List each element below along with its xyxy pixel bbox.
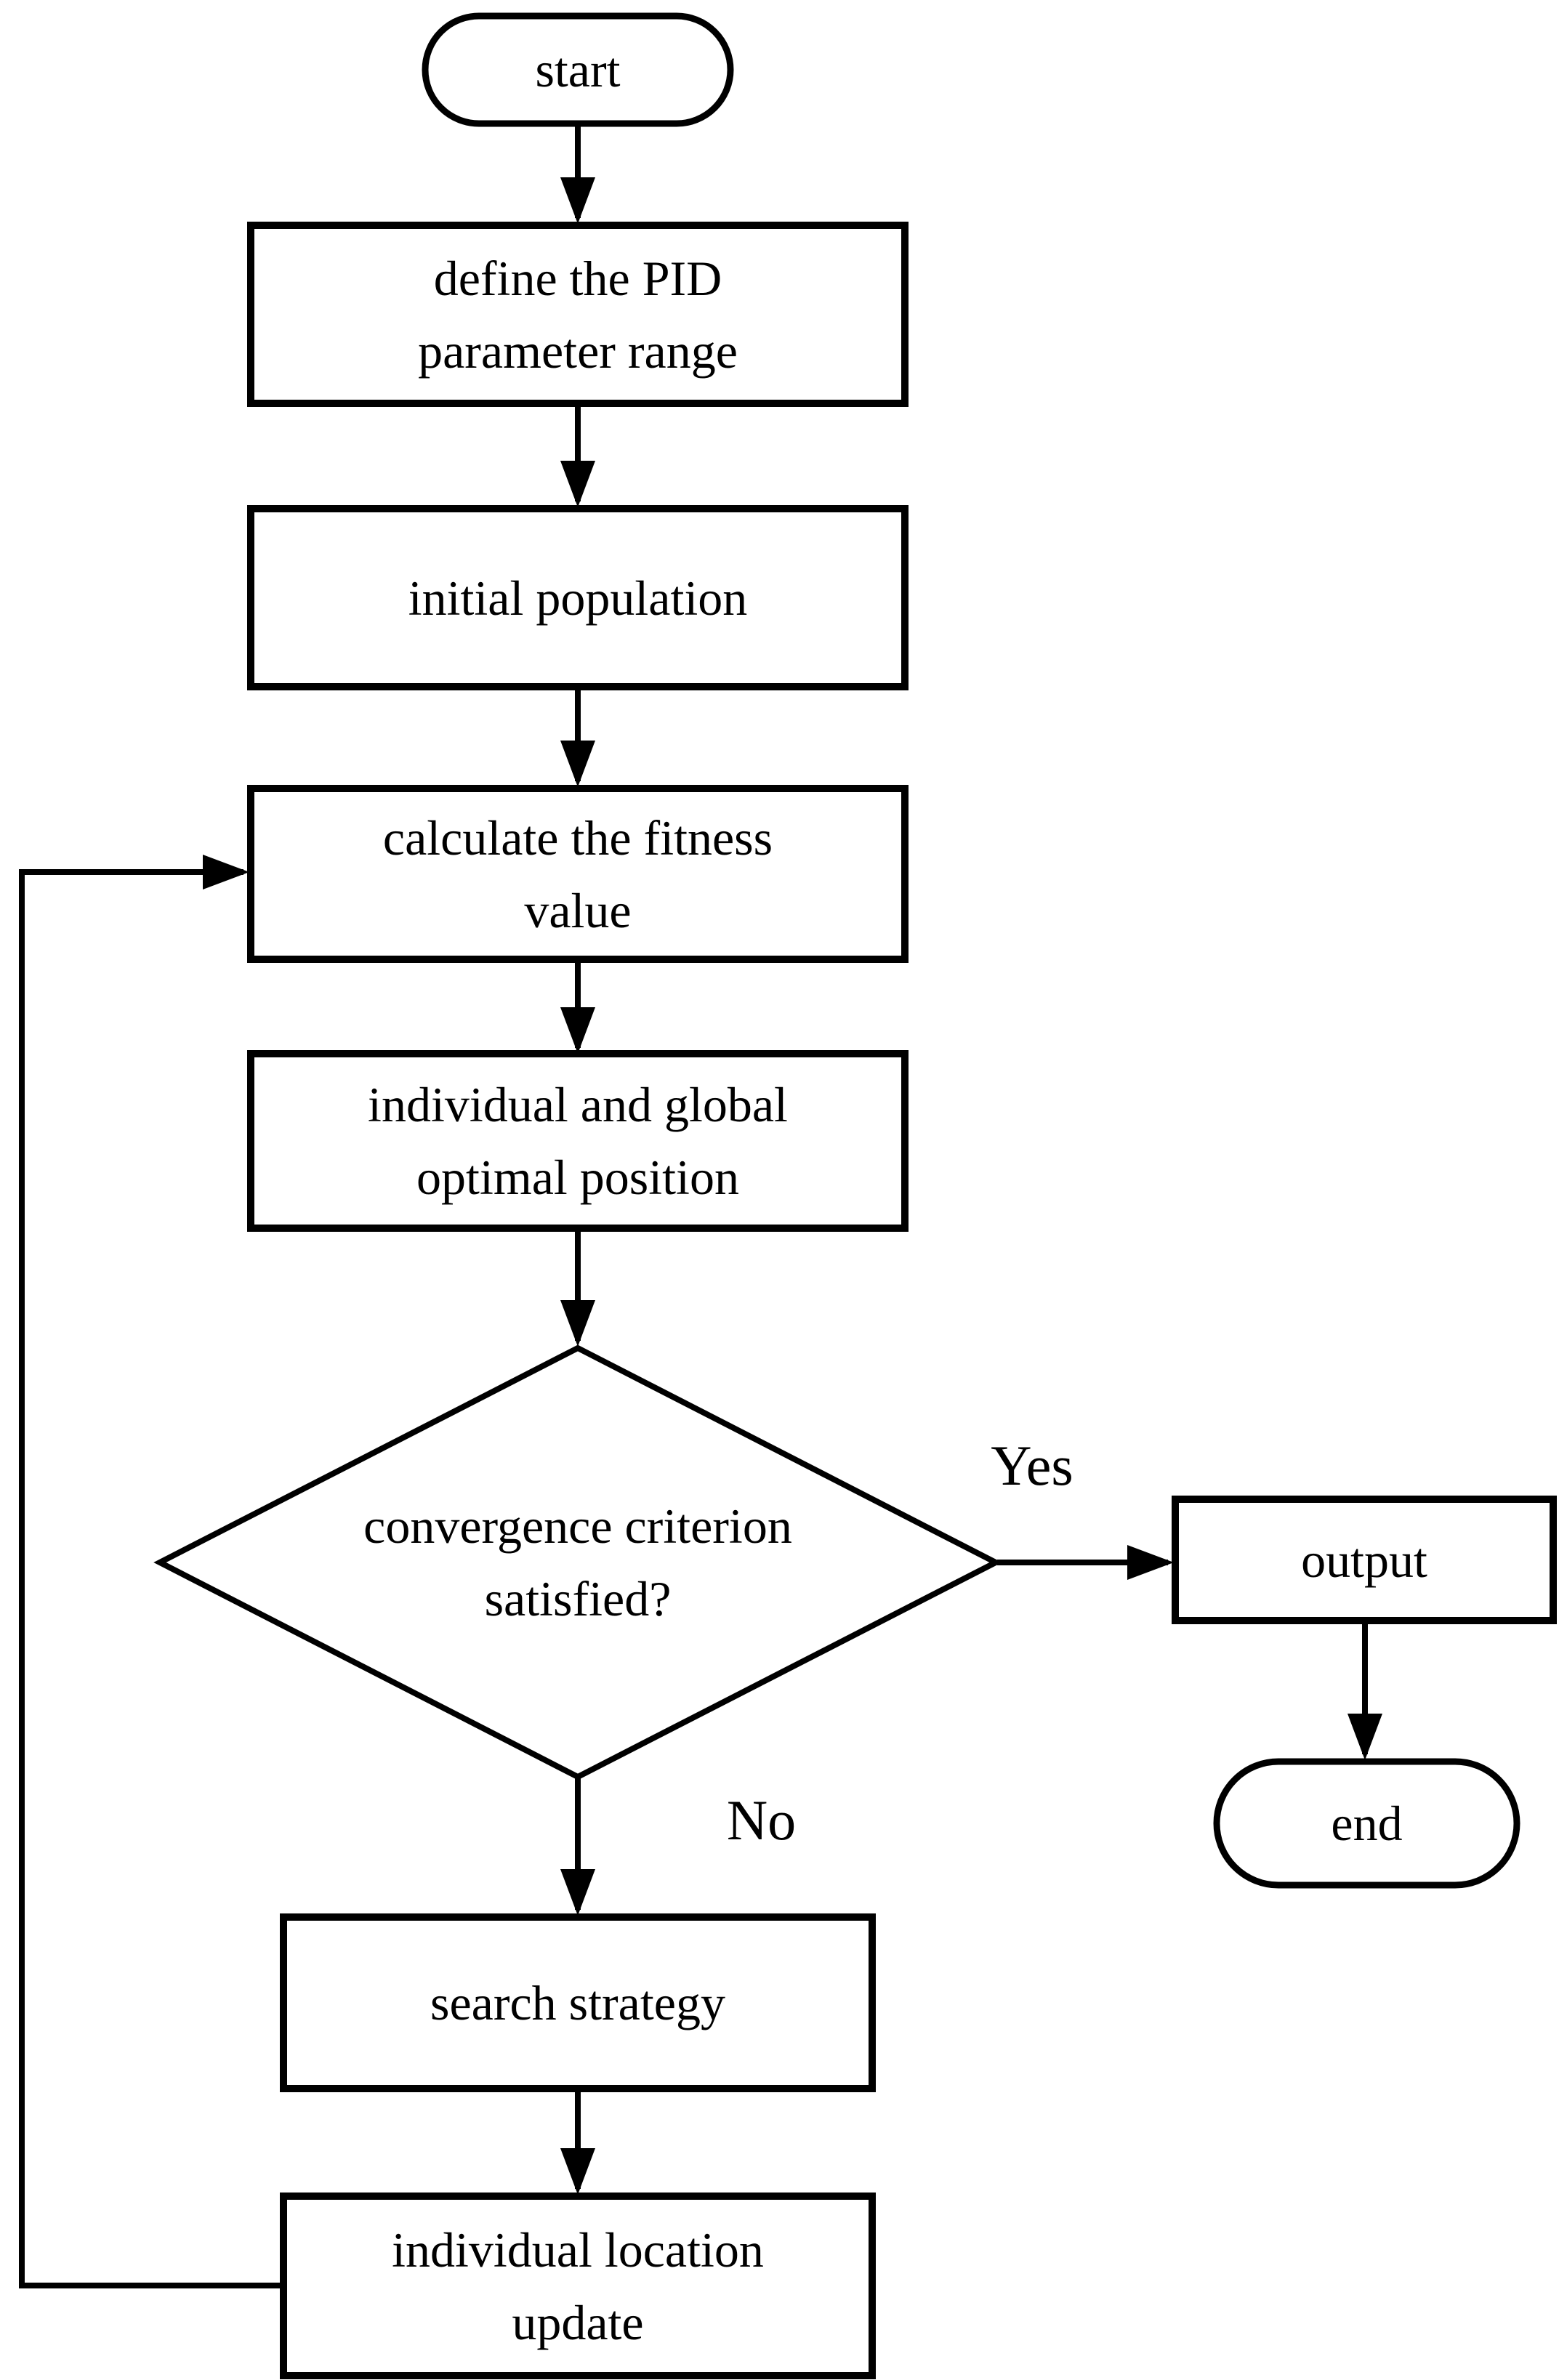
convergence-decision-diamond <box>153 1344 1002 1780</box>
location-update-box <box>280 2193 876 2379</box>
feedback-loop-line <box>19 855 283 2288</box>
initial-population-box <box>247 505 909 690</box>
calculate-fitness-box <box>247 785 909 963</box>
optimal-position-box <box>247 1050 909 1232</box>
output-box <box>1172 1496 1557 1624</box>
end-terminator <box>1213 1758 1520 1889</box>
define-pid-range-box <box>247 222 909 407</box>
search-strategy-box <box>280 1913 876 2092</box>
start-terminator <box>422 12 734 127</box>
